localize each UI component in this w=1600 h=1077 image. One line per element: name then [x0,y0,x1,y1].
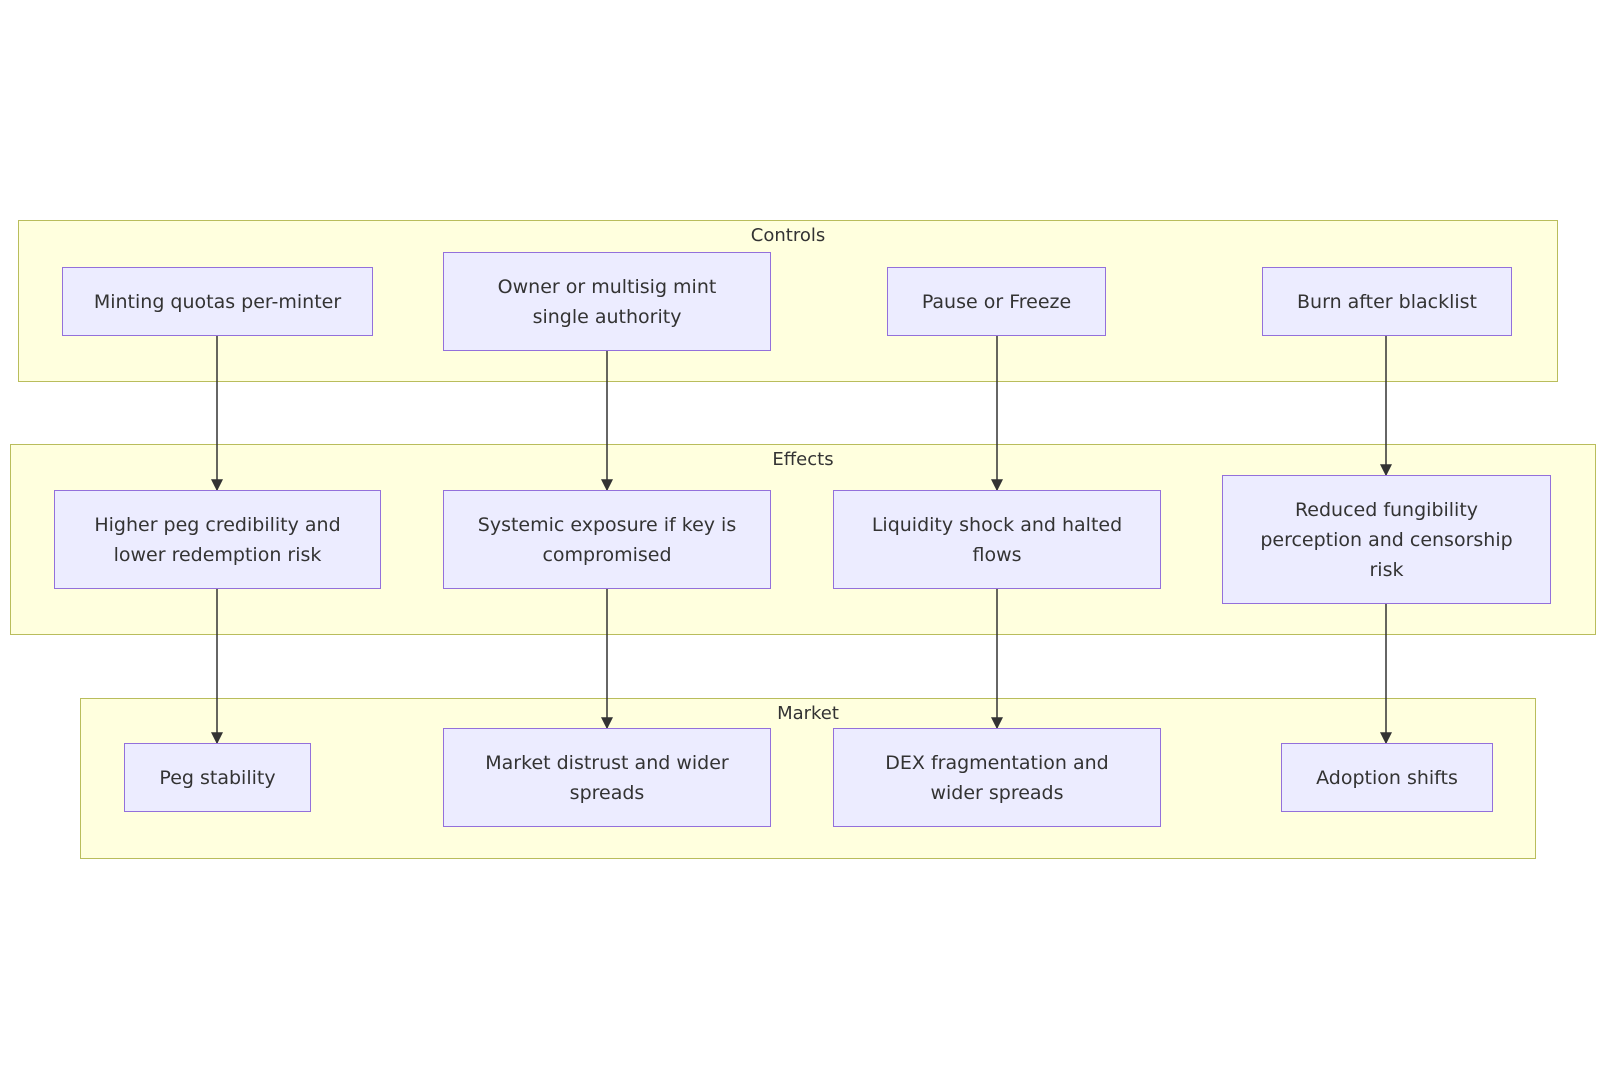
group-effects-title: Effects [772,449,834,470]
node-pause-freeze: Pause or Freeze [887,267,1106,336]
node-minting-quotas: Minting quotas per-minter [62,267,373,336]
node-owner-multisig: Owner or multisig mint single authority [443,252,771,351]
group-controls-title: Controls [750,225,826,246]
node-market-distrust: Market distrust and wider spreads [443,728,771,827]
node-burn-blacklist: Burn after blacklist [1262,267,1512,336]
group-market-title: Market [777,703,839,724]
node-dex-fragmentation: DEX fragmentation and wider spreads [833,728,1161,827]
node-systemic-exposure: Systemic exposure if key is compromised [443,490,771,589]
node-adoption-shifts: Adoption shifts [1281,743,1493,812]
node-reduced-fungibility: Reduced fungibility perception and censo… [1222,475,1551,604]
node-liquidity-shock: Liquidity shock and halted flows [833,490,1161,589]
node-peg-credibility: Higher peg credibility and lower redempt… [54,490,381,589]
node-peg-stability: Peg stability [124,743,311,812]
